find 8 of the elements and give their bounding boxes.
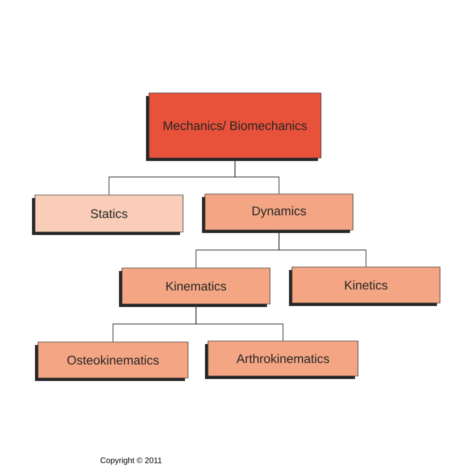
category-box: Kinetics	[289, 266, 440, 306]
root-box: Mechanics/ Biomechanics	[146, 92, 322, 161]
copyright-note: Copyright © 2011	[100, 457, 162, 465]
category-box: Osteokinematics	[35, 342, 188, 381]
category-box: Dynamics	[202, 194, 354, 233]
category-box: Arthrokinematics	[205, 340, 358, 379]
category-box: Kinematics	[119, 268, 270, 307]
category-box: Statics	[32, 194, 184, 235]
